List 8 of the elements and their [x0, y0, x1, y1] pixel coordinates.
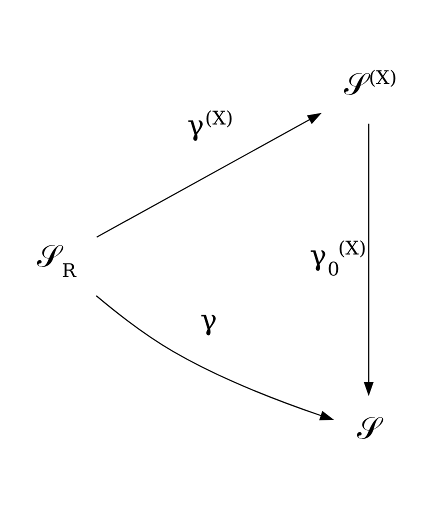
- edge-label: γ: [200, 303, 218, 336]
- node-text: 𝒮$^{(X)}$: [344, 67, 397, 102]
- arrow: [364, 124, 374, 396]
- edge-label: γ$^{(X)}$: [187, 108, 234, 142]
- arrow: [96, 112, 322, 238]
- arrow: [96, 295, 334, 420]
- node-text: 𝒮: [356, 411, 381, 446]
- node-text: 𝒮$_{R}$: [37, 239, 76, 282]
